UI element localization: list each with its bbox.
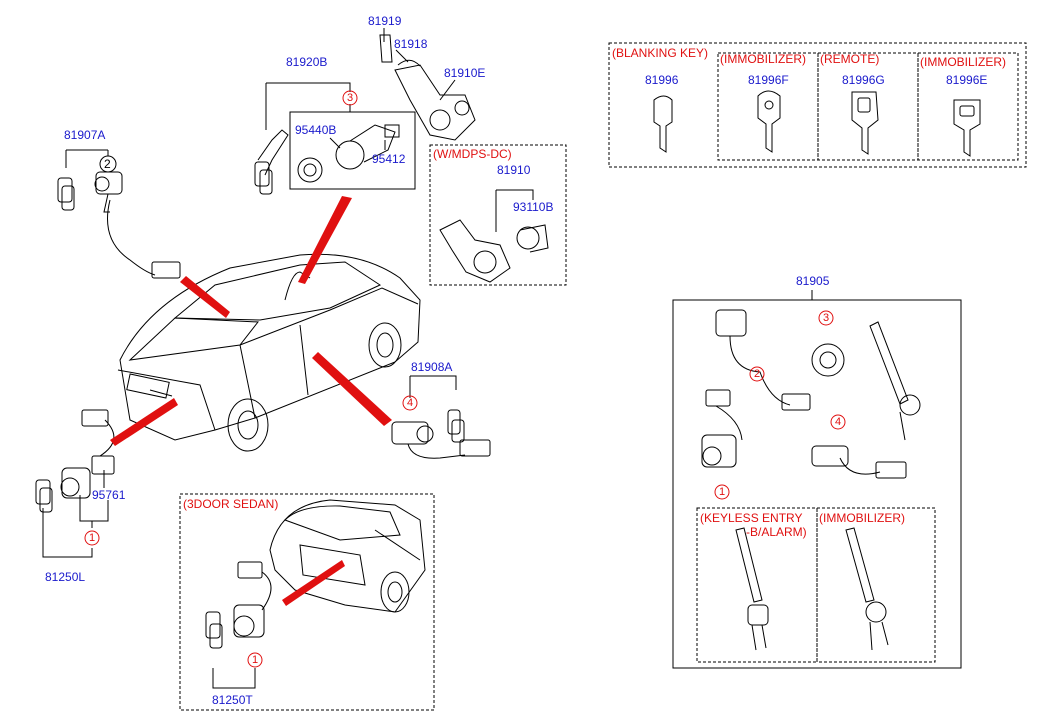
callout-circle-4-door — [402, 395, 418, 411]
ignition-switch-81910e — [379, 34, 476, 141]
note-keyless-entry: (KEYLESS ENTRY — [700, 511, 803, 525]
leader-81918 — [395, 49, 409, 63]
leader-81910 — [495, 189, 534, 232]
note-remote: (REMOTE) — [820, 52, 880, 66]
pointer-trunk — [110, 398, 178, 446]
part-81908a[interactable]: 81908A — [411, 360, 453, 374]
callout-circle-2-top — [99, 155, 117, 173]
pointer-door-left — [180, 276, 230, 318]
part-93110b[interactable]: 93110B — [513, 200, 554, 214]
leader-81907a — [65, 149, 109, 168]
callout-circle-4-kit — [830, 414, 846, 430]
callout-2-top: 2 — [104, 157, 111, 171]
callout-circle-3-top — [342, 90, 358, 106]
part-81996[interactable]: 81996 — [645, 73, 679, 87]
note-keyless-alarm: -B/ALARM) — [746, 525, 807, 539]
callout-1-trunk: 1 — [89, 532, 96, 544]
mdps-group-box — [429, 144, 567, 286]
callout-circle-1-3door — [247, 652, 263, 668]
note-immobilizer-3: (IMMOBILIZER) — [819, 511, 905, 525]
kit-immobilizer-key — [845, 527, 889, 651]
callout-circle-1-kit — [714, 484, 730, 500]
immobilizer-key-shape — [757, 90, 781, 153]
hatchback-outline — [269, 499, 426, 613]
kit-trunk-lock — [811, 445, 907, 479]
pointer-3door-trunk — [282, 560, 345, 606]
cylinder-95440b — [297, 124, 400, 183]
part-81918[interactable]: 81918 — [394, 37, 428, 51]
callout-2-kit: 2 — [754, 368, 761, 380]
part-81996f[interactable]: 81996F — [748, 73, 789, 87]
key-81920b — [254, 129, 289, 195]
note-immobilizer-1: (IMMOBILIZER) — [720, 52, 806, 66]
part-81907a[interactable]: 81907A — [64, 128, 106, 142]
part-81910[interactable]: 81910 — [497, 163, 531, 177]
part-81910e[interactable]: 81910E — [444, 66, 486, 80]
part-95440b[interactable]: 95440B — [295, 123, 337, 137]
door-lock-81907a — [57, 171, 181, 279]
immobilizer-key2-shape — [953, 99, 981, 157]
callout-3-top: 3 — [347, 92, 354, 104]
part-81996e[interactable]: 81996E — [946, 73, 988, 87]
part-81919[interactable]: 81919 — [368, 14, 402, 28]
kit-group-box — [672, 299, 962, 669]
leader-81250t — [212, 668, 256, 689]
keys-group-box — [608, 42, 1027, 168]
callout-1-kit: 1 — [719, 486, 726, 498]
remote-key-shape — [851, 91, 879, 155]
part-81996g[interactable]: 81996G — [842, 73, 885, 87]
part-95412[interactable]: 95412 — [372, 152, 406, 166]
keys-immobilizer-box — [717, 52, 819, 161]
front-door-lock-81908a — [391, 409, 491, 459]
sedan-outline — [117, 253, 421, 452]
callout-4-door: 4 — [407, 397, 414, 409]
kit-door-lock — [701, 309, 811, 468]
callout-4-kit: 4 — [835, 416, 842, 428]
pointer-front-door — [312, 352, 392, 426]
part-95761[interactable]: 95761 — [92, 488, 126, 502]
leader-95440b — [329, 137, 341, 149]
note-wmdps: (W/MDPS-DC) — [433, 147, 512, 161]
blanking-key-shape — [653, 95, 673, 153]
callout-circle-1-trunk — [84, 530, 100, 546]
note-immobilizer-2: (IMMOBILIZER) — [920, 55, 1006, 69]
keys-immobilizer2-box — [917, 52, 1019, 161]
kit-key-1 — [869, 321, 921, 441]
part-81920b[interactable]: 81920B — [286, 55, 328, 69]
keys-remote-box — [817, 52, 919, 161]
callout-circle-2-kit — [749, 366, 765, 382]
note-3door-sedan: (3DOOR SEDAN) — [183, 497, 279, 511]
three-door-group-box — [179, 493, 435, 711]
trunk-lock-81250t — [205, 561, 272, 649]
note-blanking-key: (BLANKING KEY) — [612, 46, 709, 60]
pointer-ignition — [298, 196, 352, 284]
kit-immobilizer-box — [816, 507, 936, 663]
kit-cylinder — [811, 343, 845, 377]
callout-3-kit: 3 — [823, 312, 830, 324]
part-81905[interactable]: 81905 — [796, 274, 830, 288]
cylinder-inner-box — [289, 111, 416, 190]
part-81250t[interactable]: 81250T — [212, 693, 253, 707]
kit-keyless-key — [735, 527, 769, 651]
callout-1-3door: 1 — [252, 654, 259, 666]
mdps-switch-81910 — [439, 219, 549, 283]
leader-81250l — [42, 495, 109, 558]
leader-81910e — [439, 79, 456, 101]
part-81250l[interactable]: 81250L — [45, 570, 86, 584]
leader-81908a — [409, 375, 457, 398]
callout-circle-3-kit — [818, 310, 834, 326]
